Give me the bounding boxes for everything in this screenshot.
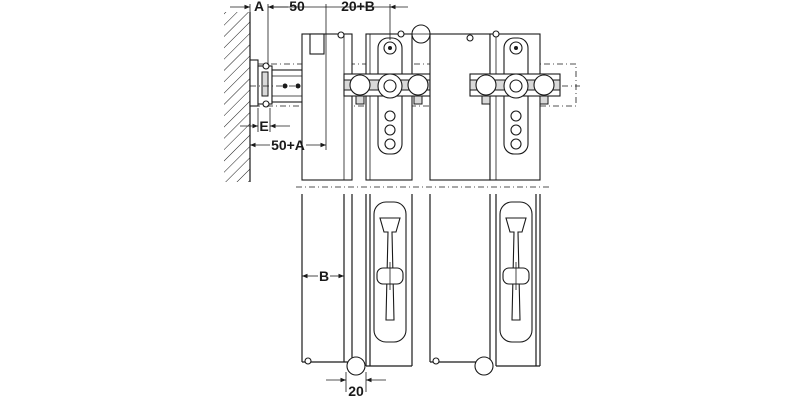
- dim-label-50: 50: [289, 0, 305, 14]
- carriage-foot: [481, 95, 491, 105]
- wall-plate: [249, 59, 259, 107]
- dimension-lines: [230, 4, 408, 392]
- floor-guide-pin: [432, 357, 440, 365]
- hanger-screw: [384, 124, 396, 136]
- carriage-pivot-inner: [383, 79, 397, 93]
- hanger-screw: [384, 110, 396, 122]
- floor-guide-pin: [304, 357, 312, 365]
- dim-label-50-plus-a: 50+A: [271, 137, 305, 153]
- bracket-screw-top: [262, 62, 270, 70]
- door-4-stop: [492, 30, 500, 38]
- roller-wheel: [533, 74, 555, 96]
- dim-label-a: A: [254, 0, 264, 14]
- door-2-stop: [397, 30, 405, 38]
- track-dashed-outline: [257, 63, 577, 107]
- carriage-pivot-inner: [509, 79, 523, 93]
- door-leaf-2-lower: [365, 194, 413, 367]
- hanger-screw: [510, 124, 522, 136]
- carriage-foot: [355, 95, 365, 105]
- hanger-screw-dot: [388, 46, 392, 50]
- wall: [224, 12, 251, 182]
- roller-wheel: [475, 74, 497, 96]
- door-1-top-plate: [309, 33, 325, 55]
- roller-wheel: [407, 74, 429, 96]
- roller-wheel: [349, 74, 371, 96]
- dimension-labels: A 50 20+B E 50+A B 20: [254, 0, 375, 399]
- bracket-screw-bottom: [262, 100, 270, 108]
- door-leaf-4-upper: [489, 30, 541, 181]
- door-3-stop: [466, 34, 474, 42]
- hanger-screw: [510, 138, 522, 150]
- bracket-clamp-inner: [261, 71, 269, 97]
- floor-guide-roller: [346, 356, 366, 376]
- door-3-frame: [429, 33, 491, 181]
- door-leaf-4-lower: [495, 194, 541, 367]
- roller-carriage-1: [343, 73, 435, 105]
- hanger-screw: [384, 138, 396, 150]
- roller-carriage-2: [469, 73, 561, 105]
- door-leaf-1-lower: [301, 194, 353, 365]
- dim-label-e: E: [259, 118, 268, 134]
- door-1-frame: [301, 33, 353, 181]
- door-leaf-1-upper: [301, 31, 353, 181]
- hanger-screw-dot: [514, 46, 518, 50]
- dim-label-20-plus-b: 20+B: [341, 0, 375, 14]
- door-leaf-2-upper: [365, 30, 413, 181]
- floor-guide-roller: [474, 356, 494, 376]
- dim-label-b: B: [319, 268, 329, 284]
- carriage-foot: [539, 95, 549, 105]
- door-1-stop: [337, 31, 345, 39]
- dim-label-20: 20: [348, 383, 364, 399]
- hanger-screw: [510, 110, 522, 122]
- door-leaf-3-lower: [429, 194, 491, 365]
- wall-hatching: [224, 12, 250, 182]
- carriage-foot: [413, 95, 423, 105]
- door-leaf-3-upper: [429, 33, 491, 181]
